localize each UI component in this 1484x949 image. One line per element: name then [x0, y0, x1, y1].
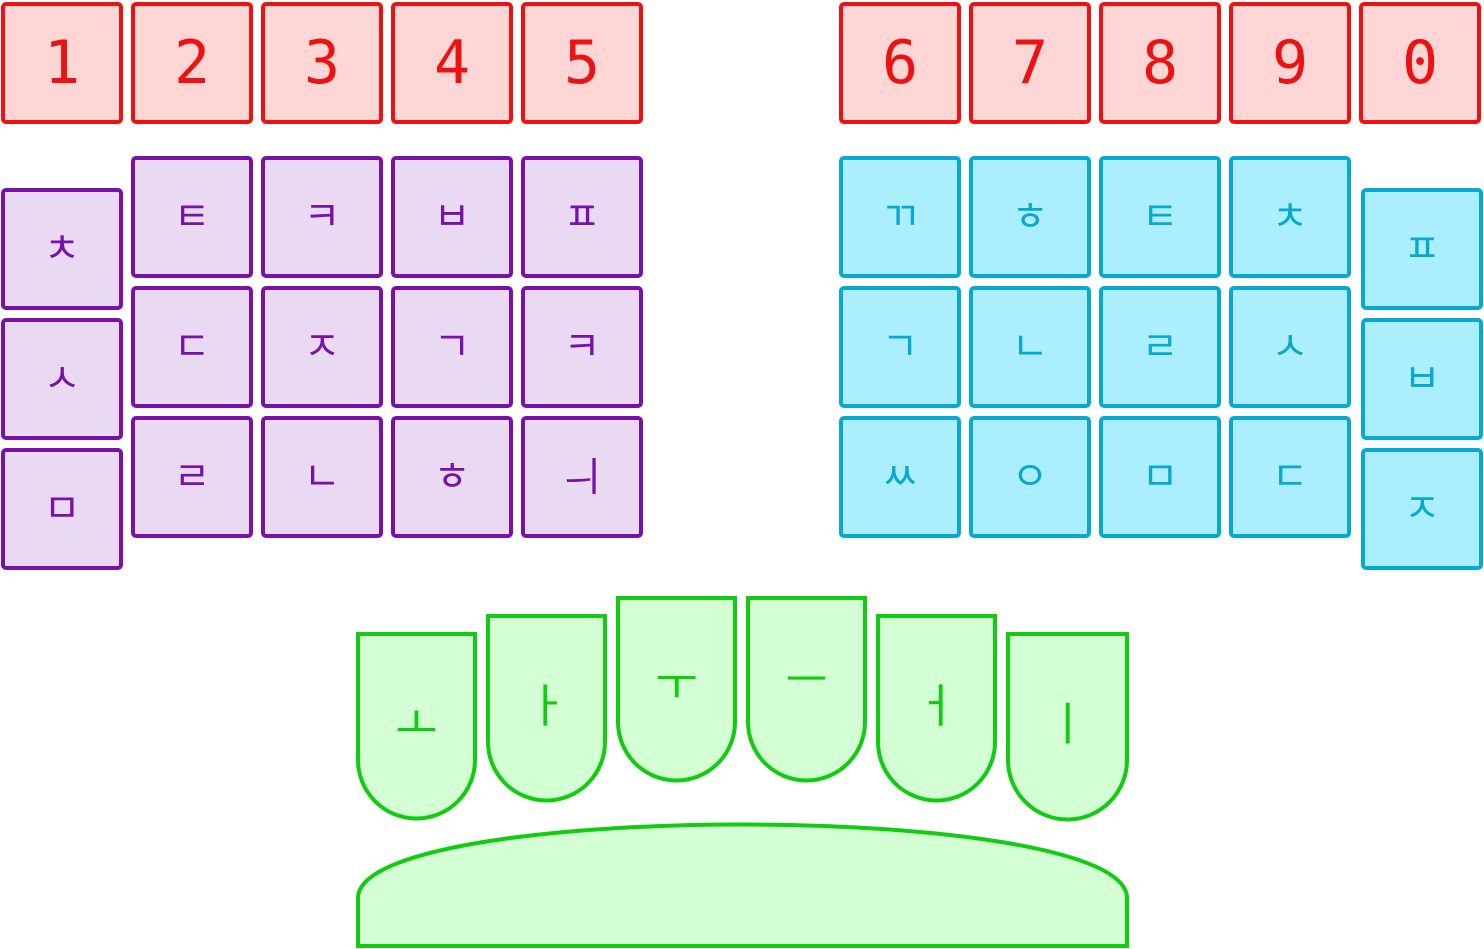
key-2: 2 — [131, 2, 253, 124]
left-key-r3-c2: ㄴ — [261, 416, 383, 538]
left-key-r2-c4: ㅋ — [521, 286, 643, 408]
right-key-r2-c3: ㄹ — [1099, 286, 1221, 408]
left-key-r1-c3: ㅂ — [391, 156, 513, 278]
key-3: 3 — [261, 2, 383, 124]
left-key-r1-c4: ㅍ — [521, 156, 643, 278]
space-bar — [356, 822, 1129, 948]
right-key-r1-c2: ㅎ — [969, 156, 1091, 278]
thumb-key-2-label: ㅏ — [525, 679, 567, 733]
key-8: 8 — [1099, 2, 1221, 124]
thumb-key-5-label: ㅓ — [915, 679, 957, 733]
key-6: 6 — [839, 2, 961, 124]
right-pinky-key-2: ㅂ — [1361, 318, 1483, 440]
key-1: 1 — [1, 2, 123, 124]
left-key-r2-c2: ㅈ — [261, 286, 383, 408]
right-key-r3-c4: ㄷ — [1229, 416, 1351, 538]
left-key-r3-c4: ㅢ — [521, 416, 643, 538]
right-pinky-key-3: ㅈ — [1361, 448, 1483, 570]
thumb-key-1 — [356, 632, 477, 821]
key-7: 7 — [969, 2, 1091, 124]
key-9: 9 — [1229, 2, 1351, 124]
thumb-key-1-label: ㅗ — [395, 697, 437, 751]
left-key-r1-c2: ㅋ — [261, 156, 383, 278]
right-key-r3-c1: ㅆ — [839, 416, 961, 538]
left-key-r1-c1: ㅌ — [131, 156, 253, 278]
right-key-r2-c1: ㄱ — [839, 286, 961, 408]
thumb-key-2 — [486, 614, 607, 803]
left-key-r2-c1: ㄷ — [131, 286, 253, 408]
right-key-r3-c2: ㅇ — [969, 416, 1091, 538]
left-pinky-key-3: ㅁ — [1, 448, 123, 570]
thumb-key-4 — [746, 596, 867, 783]
thumb-key-4-label: ㅡ — [785, 653, 827, 707]
right-key-r3-c3: ㅁ — [1099, 416, 1221, 538]
right-pinky-key-1: ㅍ — [1361, 188, 1483, 310]
thumb-key-3 — [616, 596, 737, 783]
left-pinky-key-2: ㅅ — [1, 318, 123, 440]
left-key-r3-c3: ㅎ — [391, 416, 513, 538]
left-key-r3-c1: ㄹ — [131, 416, 253, 538]
left-pinky-key-1: ㅊ — [1, 188, 123, 310]
right-key-r2-c4: ㅅ — [1229, 286, 1351, 408]
right-key-r1-c3: ㅌ — [1099, 156, 1221, 278]
thumb-key-3-label: ㅜ — [655, 657, 697, 711]
key-4: 4 — [391, 2, 513, 124]
left-key-r2-c3: ㄱ — [391, 286, 513, 408]
key-5: 5 — [521, 2, 643, 124]
thumb-key-6-label: ㅣ — [1046, 697, 1088, 751]
thumb-key-6 — [1006, 632, 1129, 822]
key-0: 0 — [1359, 2, 1481, 124]
right-key-r1-c1: ㄲ — [839, 156, 961, 278]
right-key-r1-c4: ㅊ — [1229, 156, 1351, 278]
right-key-r2-c2: ㄴ — [969, 286, 1091, 408]
thumb-key-5 — [876, 614, 997, 803]
